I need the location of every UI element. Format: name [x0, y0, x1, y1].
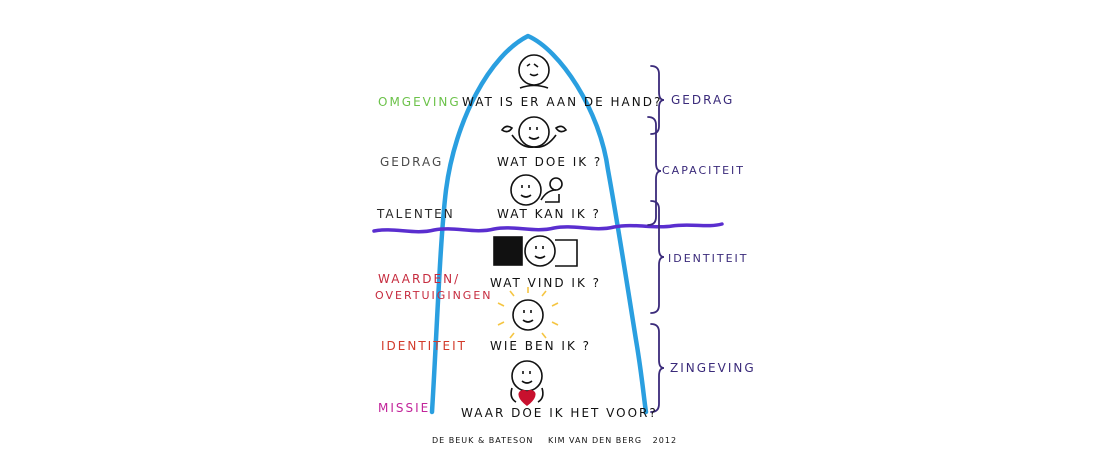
level-label-gedrag: GEDRAG — [380, 155, 443, 169]
level-label-identiteit: IDENTITEIT — [381, 339, 467, 353]
acting-figure-icon — [500, 116, 568, 149]
question-gedrag: WAT DOE IK ? — [497, 155, 602, 169]
braces — [647, 65, 665, 413]
level-label-missie: MISSIE — [378, 401, 430, 415]
heart-icon — [518, 389, 536, 407]
level-label-waarden: WAARDEN/ — [378, 272, 460, 286]
iceberg-outline — [429, 33, 649, 415]
question-waarden: WAT VIND IK ? — [490, 276, 601, 290]
group-label-gedrag: GEDRAG — [671, 93, 734, 107]
question-talenten: WAT KAN IK ? — [497, 207, 601, 221]
group-label-identiteit: IDENTITEIT — [668, 252, 749, 265]
question-identiteit: WIE BEN IK ? — [490, 339, 591, 353]
question-omgeving: WAT IS ER AAN DE HAND? — [462, 95, 662, 109]
lifting-figure-icon — [510, 174, 563, 206]
question-missie: WAAR DOE IK HET VOOR? — [461, 406, 658, 420]
brace-capaciteit — [647, 116, 662, 226]
brace-gedrag — [650, 65, 665, 135]
thinking-figure-icon — [518, 54, 550, 89]
brace-identiteit — [650, 200, 665, 314]
level-label-overtuigingen: OVERTUIGINGEN — [375, 289, 493, 302]
group-label-capaciteit: CAPACITEIT — [662, 164, 745, 177]
brace-zingeving — [650, 323, 665, 413]
heart-figure-icon — [510, 360, 544, 407]
credit-right: KIM VAN DEN BERG 2012 — [548, 436, 677, 445]
credit-left: DE BEUK & BATESON — [432, 436, 533, 445]
group-label-zingeving: ZINGEVING — [670, 361, 756, 375]
level-label-omgeving: OMGEVING — [378, 95, 461, 109]
level-label-talenten: TALENTEN — [376, 207, 455, 221]
sleeping-figure-icon — [493, 235, 578, 267]
shining-figure-icon — [497, 287, 559, 339]
waterline — [372, 222, 724, 234]
